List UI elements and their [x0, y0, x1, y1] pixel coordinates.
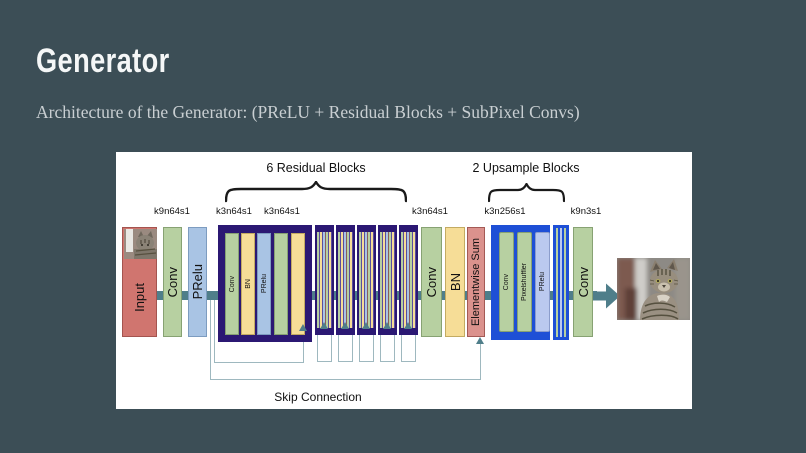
prelu-in-block: PRelu [188, 227, 207, 337]
residual-block-condensed [399, 225, 418, 335]
prelu-in-label: PRelu [190, 264, 205, 300]
conv-in-param: k9n64s1 [154, 206, 190, 217]
skip-connection-label: Skip Connection [274, 390, 362, 404]
residual-skip-loop [401, 333, 416, 362]
residual-skip-line [214, 300, 215, 362]
residual-block-condensed [336, 225, 355, 335]
residual-skip-line [303, 332, 304, 362]
residual-skip-loop [380, 333, 395, 362]
upsample-block-expanded: Conv Pixelshuffler PRelu [491, 225, 550, 340]
bn-mid-label: BN [447, 272, 463, 292]
conv-mid-label: Conv [424, 266, 439, 298]
residual-param-right: k3n64s1 [264, 206, 300, 217]
bn-mid-block: BN [445, 227, 465, 337]
conv-in-label: Conv [165, 266, 180, 298]
skip-connection-line [210, 300, 211, 379]
residual-block-condensed [357, 225, 376, 335]
upsample-param: k3n256s1 [484, 206, 526, 217]
elementwise-sum-label: Elementwise Sum [469, 237, 482, 327]
slide-title: Generator [36, 42, 170, 80]
residual-skip-loop [317, 333, 332, 362]
upsample-prelu-label: PRelu [539, 272, 546, 292]
elementwise-sum-block: Elementwise Sum [467, 227, 485, 337]
flow-arrow-icon [593, 282, 621, 310]
skip-arrowhead-icon [299, 324, 307, 331]
upsample-prelu-strip: PRelu [535, 232, 550, 332]
residual-bn2-strip [291, 233, 305, 335]
residual-prelu-strip: PRelu [257, 233, 271, 335]
architecture-diagram-panel: Input k9n64s1 Conv PRelu 6 Residual Bloc… [116, 152, 692, 409]
upsample-block-condensed [553, 225, 569, 340]
skip-arrowhead-icon [476, 337, 484, 344]
skip-arrowhead-icon [320, 322, 328, 329]
input-label: Input [132, 282, 147, 312]
residual-bn-strip: BN [241, 233, 255, 335]
skip-arrowhead-icon [383, 322, 391, 329]
conv-out-label: Conv [575, 266, 591, 298]
conv-mid-block: Conv [421, 227, 442, 337]
conv-out-block: Conv [573, 227, 593, 337]
upsample-group-label: 2 Upsample Blocks [472, 161, 580, 175]
conv-in-block: Conv [163, 227, 182, 337]
skip-arrowhead-icon [341, 322, 349, 329]
residual-prelu-label: PRelu [260, 274, 268, 294]
input-block: Input [122, 227, 157, 337]
skip-arrowhead-icon [404, 322, 412, 329]
conv-mid-param: k3n64s1 [412, 206, 448, 217]
skip-connection-line [210, 379, 481, 380]
conv-out-param: k9n3s1 [570, 206, 602, 217]
skip-connection-line [480, 344, 481, 379]
input-cat-image [124, 229, 157, 259]
residual-param-left: k3n64s1 [216, 206, 252, 217]
upsample-conv-strip: Conv [499, 232, 514, 332]
residual-conv2-strip [274, 233, 288, 335]
upsample-brace-icon [488, 183, 565, 203]
upsample-conv-label: Conv [503, 273, 510, 291]
residual-skip-loop [359, 333, 374, 362]
residual-brace-icon [225, 181, 407, 203]
residual-bn-label: BN [244, 279, 252, 289]
residual-conv-strip: Conv [225, 233, 239, 335]
residual-block-condensed [378, 225, 397, 335]
residual-group-label: 6 Residual Blocks [266, 161, 366, 175]
residual-skip-loop [338, 333, 353, 362]
residual-skip-line [214, 362, 304, 363]
upsample-pixelshuffler-label: Pixelshuffler [521, 262, 528, 301]
residual-conv-label: Conv [228, 275, 236, 293]
residual-block-expanded: Conv BN PRelu [218, 225, 312, 342]
residual-block-condensed [315, 225, 334, 335]
upsample-pixelshuffler-strip: Pixelshuffler [517, 232, 532, 332]
output-cat-image [617, 258, 690, 320]
skip-arrowhead-icon [362, 322, 370, 329]
slide-subtitle: Architecture of the Generator: (PReLU + … [36, 102, 580, 122]
